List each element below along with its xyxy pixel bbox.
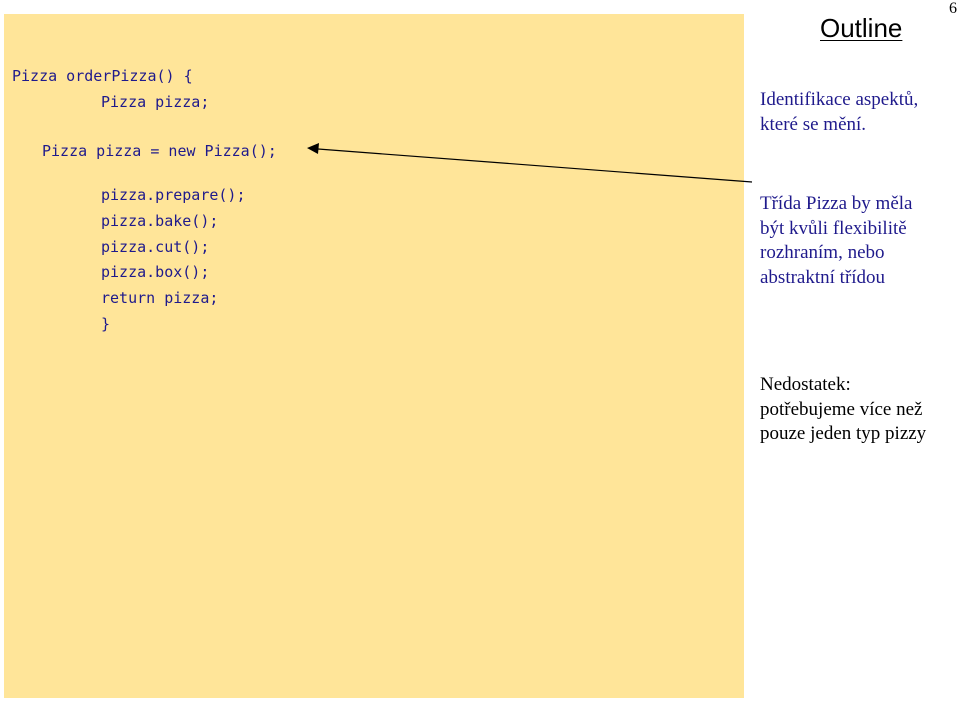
code-line-box: pizza.box(); [101,263,210,281]
note-pizza-interface: Třída Pizza by měla být kvůli flexibilit… [760,192,912,290]
code-line-declaration: Pizza pizza; [101,93,210,111]
code-line-method-signature: Pizza orderPizza() { [12,67,193,85]
note-line: Třída Pizza by měla [760,193,913,214]
note-line: abstraktní třídou [760,266,886,288]
code-line-closing-brace: } [101,315,111,333]
page-number: 6 [949,0,957,17]
note-line: potřebujeme více než [760,398,923,420]
outline-title: Outline [820,13,903,43]
note-line: pouze jeden typ pizzy [760,423,927,444]
note-identify-aspects: Identifikace aspektů, které se mění. [760,88,918,137]
code-line-prepare: pizza.prepare(); [101,186,246,204]
note-line: být kvůli flexibilitě [760,217,907,239]
note-line: Identifikace aspektů, [760,89,919,110]
code-line-return: return pizza; [101,289,219,307]
code-line-bake: pizza.bake(); [101,212,219,230]
note-line: Nedostatek: [760,374,851,395]
note-line: rozhraním, nebo [760,242,885,263]
code-panel [4,14,744,698]
code-line-cut: pizza.cut(); [101,238,210,256]
note-drawback: Nedostatek: potřebujeme více než pouze j… [760,373,926,447]
code-line-instantiation: Pizza pizza = new Pizza(); [42,142,277,160]
note-line: které se mění. [760,113,867,135]
